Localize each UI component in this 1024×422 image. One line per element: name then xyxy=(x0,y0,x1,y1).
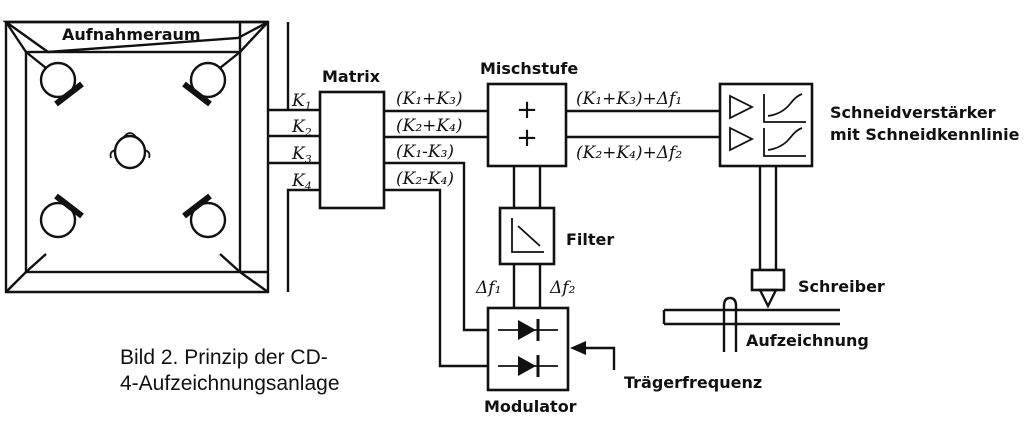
channel-k4: K4 xyxy=(291,171,312,193)
signal-k2-minus-k4: (K₂-K₄) xyxy=(396,169,454,189)
label-schneidverstaerker-2: mit Schneidkennlinie xyxy=(830,125,1020,144)
caption-line-1: Bild 2. Prinzip der CD- xyxy=(120,346,328,369)
modulator-box xyxy=(486,306,570,392)
microphone-icon xyxy=(182,193,241,273)
filter-curve-icon xyxy=(511,218,544,253)
room-corner-bl xyxy=(5,271,27,293)
label-filter: Filter xyxy=(566,230,614,249)
carrier-wire xyxy=(584,346,616,370)
signal-df1: Δf₁ xyxy=(475,278,501,298)
label-aufnahmeraum: Aufnahmeraum xyxy=(62,25,201,44)
signal-out-2: (K₂+K₄)+Δf₂ xyxy=(576,143,682,163)
microphone-icon xyxy=(25,51,84,107)
label-modulator: Modulator xyxy=(484,397,577,416)
room-corner-br xyxy=(239,271,269,293)
amplifier-triangle-icon xyxy=(729,94,755,152)
signal-out-1: (K₁+K₃)+Δf₁ xyxy=(576,89,682,109)
room-corner-tl xyxy=(5,21,27,53)
label-aufzeichnung: Aufzeichnung xyxy=(746,331,869,350)
mixer-plus-bottom: + xyxy=(516,123,538,153)
matrix-box xyxy=(318,90,386,210)
mischstufe-box xyxy=(486,82,568,168)
room-inner-floor xyxy=(24,50,242,274)
listener-head-icon xyxy=(109,132,151,170)
matrix-output-wires xyxy=(384,109,488,368)
caption-line-2: 4-Aufzeichnungsanlage xyxy=(120,372,340,395)
signal-df2: Δf₂ xyxy=(549,278,576,298)
label-matrix: Matrix xyxy=(322,67,381,86)
mixer-plus-top: + xyxy=(516,95,538,125)
record-disc-icon xyxy=(662,296,840,352)
recording-room: Aufnahmeraum xyxy=(2,20,270,294)
signal-k2-plus-k4: (K₂+K₄) xyxy=(396,116,463,136)
signal-k1-minus-k3: (K₁-K₃) xyxy=(396,142,454,162)
filter-box xyxy=(498,206,556,266)
label-traegerfrequenz: Trägerfrequenz xyxy=(624,373,762,392)
channel-k3: K3 xyxy=(291,144,312,166)
diode-icon xyxy=(498,355,558,377)
microphone-icon xyxy=(182,51,241,107)
diode-icon xyxy=(498,319,558,341)
cutting-curve-icon xyxy=(763,93,806,157)
room-to-matrix-wires xyxy=(238,22,320,292)
room-top-wall xyxy=(2,20,269,54)
label-schneidverstaerker-1: Schneidverstärker xyxy=(830,103,996,122)
room-corner-tr xyxy=(239,21,269,53)
label-mischstufe: Mischstufe xyxy=(480,59,578,78)
label-schreiber: Schreiber xyxy=(798,277,885,296)
channel-k1: K1 xyxy=(291,91,312,113)
microphone-icon xyxy=(25,193,84,273)
channel-k2: K2 xyxy=(291,117,312,139)
signal-k1-plus-k3: (K₁+K₃) xyxy=(396,89,463,109)
cutter-stylus-icon xyxy=(750,268,786,309)
carrier-arrow-icon xyxy=(570,341,586,355)
